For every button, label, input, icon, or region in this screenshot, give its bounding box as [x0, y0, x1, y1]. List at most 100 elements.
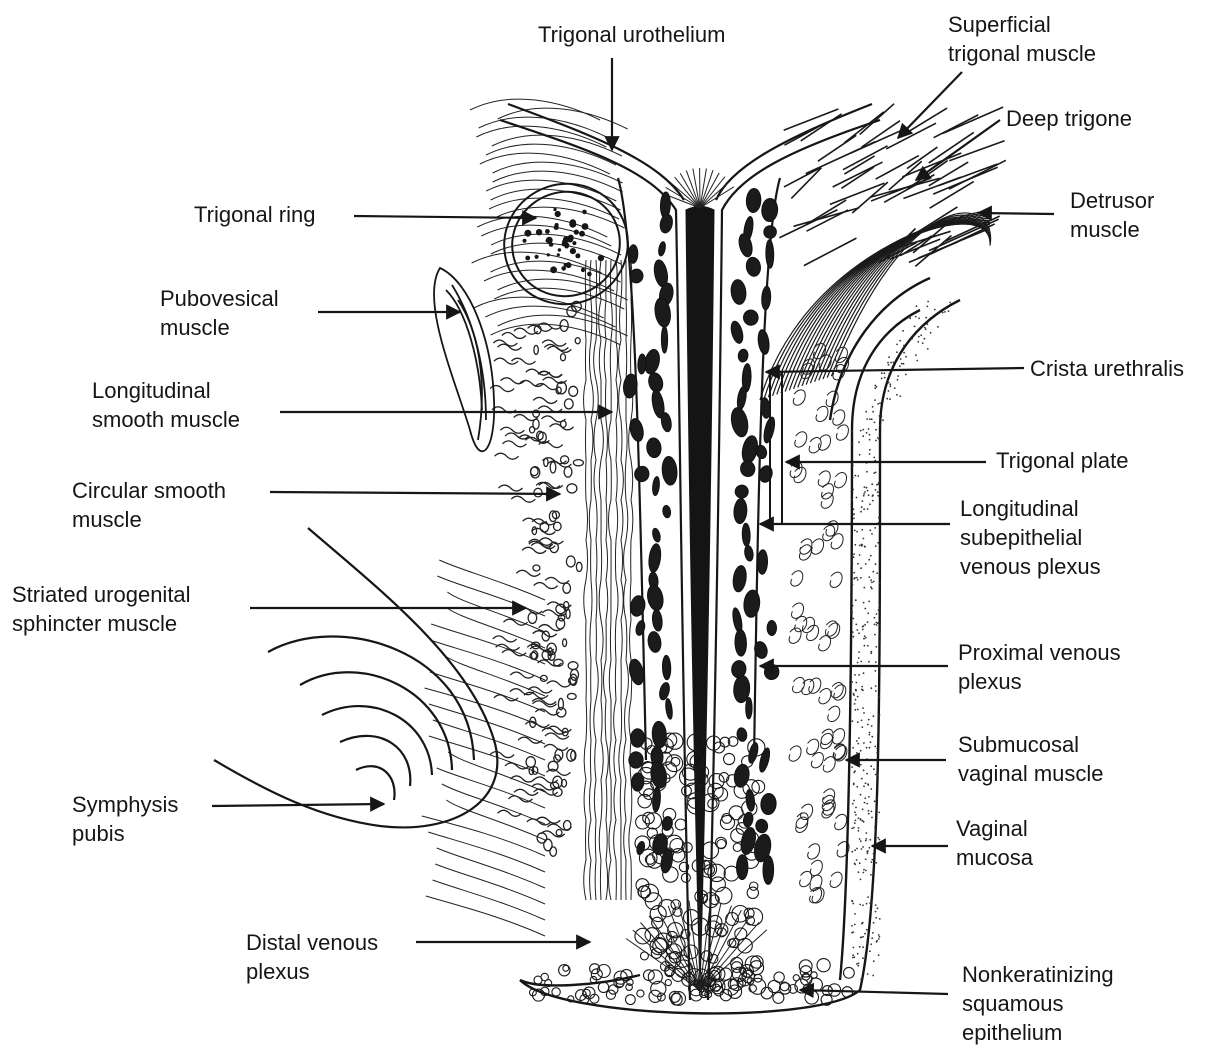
- stipple-dot: [870, 874, 872, 876]
- stipple-dot: [875, 429, 877, 431]
- stipple-dot: [853, 947, 855, 949]
- stipple-dot: [874, 385, 876, 387]
- radiating-fiber: [666, 187, 700, 208]
- stipple-dot: [853, 827, 855, 829]
- vein-oval: [744, 545, 755, 562]
- stipple-dot: [881, 372, 883, 374]
- ring-dot: [564, 263, 568, 267]
- stipple-dot: [857, 475, 859, 477]
- ring-dot: [558, 248, 561, 251]
- stipple-dot: [853, 572, 855, 574]
- stipple-dot: [851, 681, 853, 683]
- stipple-dot: [864, 635, 866, 637]
- stipple-dot: [862, 435, 864, 437]
- muscle-oval: [533, 419, 539, 429]
- stipple-dot: [857, 965, 859, 967]
- stipple-dot: [901, 363, 903, 365]
- stipple-dot: [856, 859, 858, 861]
- trigone-stroke: [794, 208, 860, 227]
- vein-oval: [652, 476, 660, 496]
- longitudinal-fiber: [609, 260, 613, 900]
- stipple-dot: [862, 629, 864, 631]
- stipple-dot: [924, 338, 926, 340]
- ring-dot: [582, 223, 589, 230]
- stipple-dot: [854, 709, 856, 711]
- sphincter-squiggle: [505, 763, 529, 769]
- stipple-dot: [868, 494, 870, 496]
- stipple-dot: [864, 486, 866, 488]
- ring-dot: [581, 268, 585, 272]
- stipple-dot: [854, 530, 856, 532]
- stipple-dot: [879, 936, 881, 938]
- stipple-dot: [852, 618, 854, 620]
- stipple-dot: [852, 900, 854, 902]
- vein-oval: [628, 245, 638, 264]
- vein-oval: [729, 320, 745, 345]
- stipple-dot: [866, 471, 868, 473]
- stipple-dot: [858, 871, 860, 873]
- vein-oval: [638, 354, 647, 374]
- stipple-dot: [857, 953, 859, 955]
- vein-oval: [628, 751, 643, 768]
- stipple-dot: [900, 358, 902, 360]
- stipple-dot: [894, 387, 896, 389]
- muscle-oval: [534, 488, 542, 497]
- vein-oval: [743, 589, 761, 618]
- sphincter-squiggle: [500, 427, 524, 433]
- muscle-oval: [564, 821, 571, 831]
- stipple-dot: [864, 802, 866, 804]
- longitudinal-fiber: [584, 260, 588, 900]
- stipple-dot: [875, 685, 877, 687]
- stipple-dot: [896, 344, 898, 346]
- stipple-dot: [870, 788, 872, 790]
- sphincter-squiggle: [534, 583, 558, 589]
- stipple-dot: [872, 495, 874, 497]
- submucosal-vaginal-muscle-texture: [789, 343, 849, 903]
- stipple-dot: [872, 500, 874, 502]
- muscle-swirl: [811, 752, 823, 767]
- stipple-dot: [860, 879, 862, 881]
- stipple-dot: [927, 348, 929, 350]
- stipple-dot: [854, 913, 856, 915]
- trigone-stroke: [860, 104, 894, 135]
- stipple-dot: [853, 508, 855, 510]
- stipple-dot: [858, 962, 860, 964]
- stipple-dot: [867, 850, 869, 852]
- stipple-dot: [854, 849, 856, 851]
- sphincter-squiggle: [539, 625, 563, 631]
- stipple-dot: [879, 918, 881, 920]
- muscle-oval: [561, 421, 567, 428]
- stipple-dot: [869, 503, 871, 505]
- vein-oval: [659, 213, 674, 234]
- sphincter-squiggle: [544, 744, 568, 750]
- muscle-swirl: [789, 746, 801, 761]
- ring-dot: [587, 272, 592, 277]
- vein-oval: [732, 565, 748, 593]
- stipple-dot: [866, 487, 868, 489]
- stipple-dot: [861, 689, 863, 691]
- stipple-dot: [857, 662, 859, 664]
- stipple-dot: [860, 840, 862, 842]
- vaginal-mucosa-stipple: [851, 301, 951, 981]
- muscle-oval: [563, 583, 571, 593]
- trigone-stroke: [876, 156, 919, 179]
- stipple-dot: [868, 810, 870, 812]
- muscle-swirl: [833, 729, 845, 744]
- stipple-dot: [905, 356, 907, 358]
- stipple-dot: [872, 932, 874, 934]
- stipple-dot: [876, 797, 878, 799]
- stipple-dot: [949, 302, 951, 304]
- stipple-dot: [899, 365, 901, 367]
- vein-oval: [629, 595, 647, 618]
- sphincter-squiggle: [545, 577, 569, 583]
- stipple-dot: [870, 765, 872, 767]
- stipple-dot: [860, 430, 862, 432]
- sphincter-squiggle: [493, 340, 517, 346]
- epithelial-cell: [720, 815, 734, 829]
- stipple-dot: [866, 432, 868, 434]
- stipple-dot: [925, 317, 927, 319]
- stipple-dot: [875, 489, 877, 491]
- stipple-dot: [855, 820, 857, 822]
